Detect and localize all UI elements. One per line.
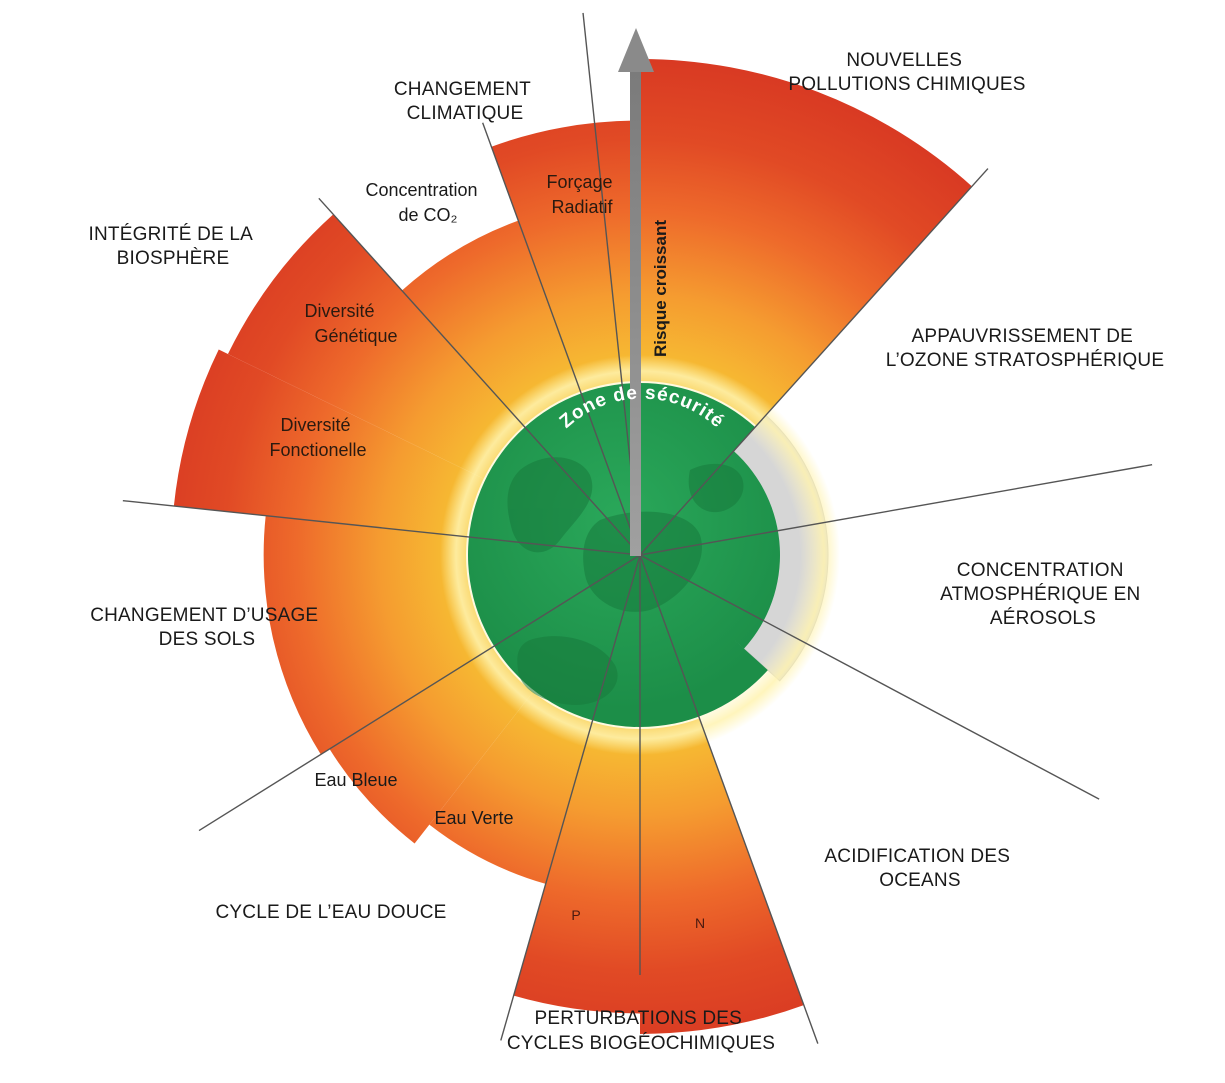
sector-divider <box>198 554 641 832</box>
category-novel-entities: NOUVELLES POLLUTIONS CHIMIQUES <box>788 50 1025 95</box>
sublabel-phosphorus: P <box>571 907 580 923</box>
sector-dividers <box>122 12 1153 1044</box>
sublabel-green-water: Eau Verte <box>434 808 513 828</box>
risk-axis-label: Risque croissant <box>651 220 670 357</box>
sector-divider <box>639 464 1153 556</box>
wedge-radiative-forcing <box>491 120 640 392</box>
wedge-green-water <box>429 692 593 884</box>
category-land-system-change: CHANGEMENT D’USAGE DES SOLS <box>90 605 324 650</box>
sublabel-functional-diversity: Diversité Fonctionelle <box>269 415 366 460</box>
category-aerosol-loading: CONCENTRATION ATMOSPHÉRIQUE EN AÉROSOLS <box>940 560 1146 629</box>
sublabel-radiative-forcing: Forçage Radiatif <box>546 172 617 217</box>
category-ozone-depletion: APPAUVRISSEMENT DE L’OZONE STRATOSPHÉRIQ… <box>886 326 1164 371</box>
sector-divider <box>482 122 641 556</box>
wedge-novel-entities <box>640 58 972 426</box>
sublabel-nitrogen: N <box>695 915 705 931</box>
wedge-functional-diversity <box>173 349 484 537</box>
increasing-risk-arrow <box>618 28 654 556</box>
sector-divider <box>122 499 641 556</box>
sector-divider <box>500 554 641 1041</box>
sector-divider <box>318 197 641 556</box>
wedge-blue-water <box>329 647 533 844</box>
sector-divider <box>639 554 819 1044</box>
wedge-genetic-diversity <box>227 214 524 479</box>
category-biogeochemical-flows: PERTURBATIONS DES CYCLES BIOGÉOCHIMIQUES <box>507 1008 775 1054</box>
category-biosphere-integrity: INTÉGRITÉ DE LA BIOSPHÈRE <box>89 224 258 269</box>
category-ocean-acidification: ACIDIFICATION DES OCEANS <box>824 846 1015 891</box>
wedge-co2 <box>401 220 581 426</box>
category-freshwater-change: CYCLE DE L’EAU DOUCE <box>215 902 446 923</box>
wedge-nitrogen <box>640 718 804 1034</box>
sector-divider <box>639 554 1100 800</box>
category-climate-change: CHANGEMENT CLIMATIQUE <box>394 79 536 124</box>
sector-divider <box>639 168 989 556</box>
wedge-phosphorus <box>513 722 640 1014</box>
sublabel-genetic-diversity: Diversité Génétique <box>304 301 397 346</box>
sublabel-co2-concentration: Concentration de CO₂ <box>365 180 482 225</box>
sublabel-blue-water: Eau Bleue <box>314 770 397 790</box>
wedge-land-use <box>263 515 493 755</box>
boundary-wedges <box>173 58 972 1034</box>
